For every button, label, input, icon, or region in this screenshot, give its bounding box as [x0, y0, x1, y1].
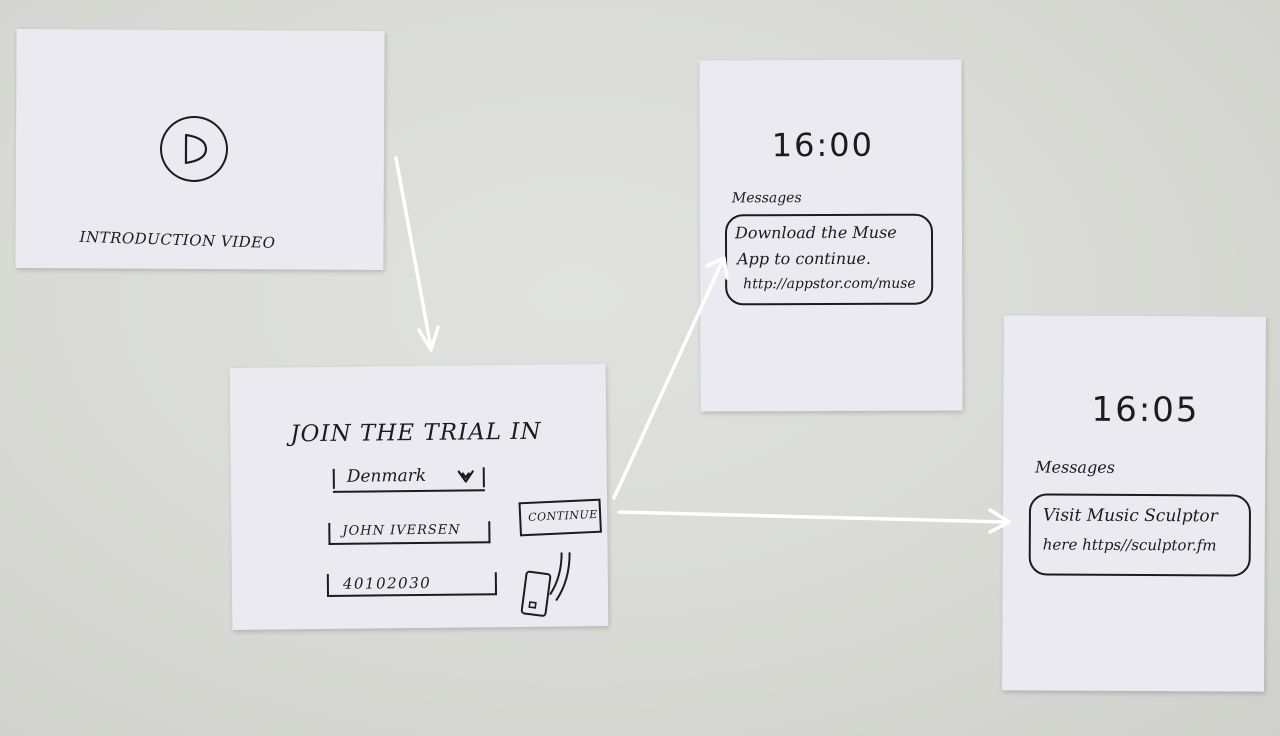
message-line-1: Visit Music Sculptor — [1042, 505, 1218, 527]
message-link[interactable]: here https//sculptor.fm — [1042, 535, 1217, 555]
country-dropdown[interactable]: Denmark — [332, 465, 493, 493]
intro-video-label: INTRODUCTION VIDEO — [79, 227, 276, 252]
arrow-join-to-message-2 — [617, 510, 1008, 524]
name-value: JOHN IVERSEN — [342, 522, 461, 539]
play-icon[interactable] — [159, 115, 229, 183]
join-trial-heading: JOIN THE TRIAL IN — [290, 418, 542, 448]
phone-number-field[interactable]: 40102030 — [326, 572, 502, 600]
messages-label: Messages — [731, 190, 802, 207]
clock-time: 16:00 — [771, 125, 874, 165]
message-link[interactable]: http://appstor.com/muse — [743, 275, 916, 293]
clock-time: 16:05 — [1091, 389, 1200, 431]
message-card-1600: 16:00 Messages Download the Muse App to … — [699, 59, 963, 412]
name-field[interactable]: JOHN IVERSEN — [328, 521, 495, 547]
message-card-1605: 16:05 Messages Visit Music Sculptor here… — [1002, 315, 1266, 692]
message-bubble[interactable]: Download the Muse App to continue. http:… — [724, 213, 934, 306]
continue-button[interactable]: CONTINUE — [518, 498, 602, 537]
messages-label: Messages — [1035, 457, 1115, 477]
intro-video-card: INTRODUCTION VIDEO — [15, 29, 385, 270]
continue-label: CONTINUE — [527, 507, 599, 524]
arrow-intro-to-join — [394, 156, 433, 350]
message-line-2: App to continue. — [737, 248, 872, 269]
message-line-1: Download the Muse — [734, 222, 897, 243]
join-trial-card: JOIN THE TRIAL IN Denmark JOHN IVERSEN 4… — [229, 364, 609, 630]
country-value: Denmark — [346, 465, 427, 487]
phone-number-value: 40102030 — [342, 573, 432, 593]
message-bubble[interactable]: Visit Music Sculptor here https//sculpto… — [1028, 493, 1252, 577]
chevron-down-icon[interactable] — [457, 468, 475, 484]
phone-icon — [516, 550, 599, 621]
